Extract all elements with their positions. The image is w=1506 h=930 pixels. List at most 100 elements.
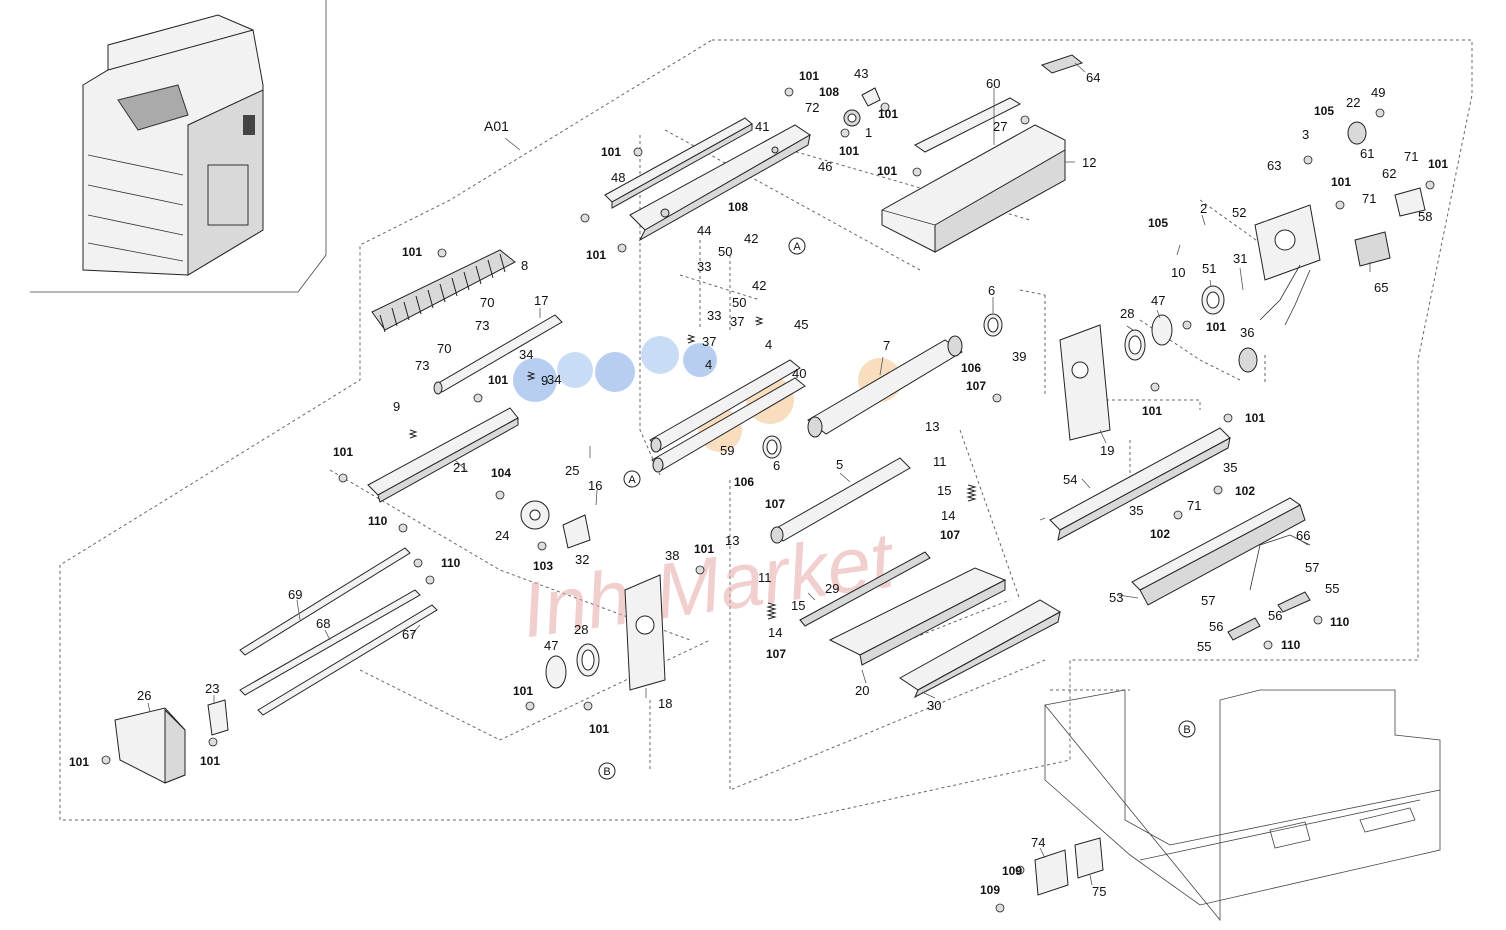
reference-markers: A A B B bbox=[598, 237, 1196, 780]
part-label-right-13: 2 bbox=[1200, 201, 1207, 216]
watermark-dot-3 bbox=[595, 352, 635, 392]
part-label-top-18: 42 bbox=[744, 231, 758, 246]
part-label-center-23: 25 bbox=[565, 463, 579, 478]
part-label-top-7: 46 bbox=[818, 159, 832, 174]
part-label-center-27: 32 bbox=[575, 552, 589, 567]
part-label-right-8: 101 bbox=[1331, 175, 1351, 189]
part-label-center-14: 13 bbox=[725, 533, 739, 548]
part-label-center-16: 15 bbox=[791, 598, 805, 613]
ref-A-1: A bbox=[793, 241, 801, 253]
part-label-right-22: 36 bbox=[1240, 325, 1254, 340]
part-label-top-9: 64 bbox=[1086, 70, 1100, 85]
part-label-right-37: 56 bbox=[1209, 619, 1223, 634]
part-label-left-6: 73 bbox=[415, 358, 429, 373]
part-label-bottom-left-7: 101 bbox=[69, 755, 89, 769]
part-label-right-38: 56 bbox=[1268, 608, 1282, 623]
part-label-right-14: 52 bbox=[1232, 205, 1246, 220]
part-label-center-5: 13 bbox=[925, 419, 939, 434]
part-label-right-32: 66 bbox=[1296, 528, 1310, 543]
part-label-bottom-left-8: 101 bbox=[200, 754, 220, 768]
part-label-right-5: 63 bbox=[1267, 158, 1281, 173]
part-label-right-27: 102 bbox=[1235, 484, 1255, 498]
part-label-center-11: 6 bbox=[773, 458, 780, 473]
part-label-right-16: 31 bbox=[1233, 251, 1247, 266]
part-label-top-21: 33 bbox=[697, 259, 711, 274]
part-label-center-19: 29 bbox=[825, 581, 839, 596]
part-label-center-0: 6 bbox=[988, 283, 995, 298]
part-label-left-15: 37 bbox=[702, 334, 716, 349]
part-label-bottom-right-1: 109 bbox=[1002, 864, 1022, 878]
part-label-left-3: 70 bbox=[480, 295, 494, 310]
part-label-bottom-right-2: 75 bbox=[1092, 884, 1106, 899]
part-label-left-16: 4 bbox=[765, 337, 772, 352]
part-label-center-21: 30 bbox=[927, 698, 941, 713]
part-label-center-25: 24 bbox=[495, 528, 509, 543]
leader-lines bbox=[329, 129, 1271, 791]
part-label-top-15: 41 bbox=[755, 119, 769, 134]
watermark-dot-4 bbox=[641, 336, 679, 374]
part-label-top-1: 108 bbox=[819, 85, 839, 99]
part-label-bottom-left-1: 110 bbox=[441, 556, 461, 570]
bottom-frame bbox=[1034, 689, 1441, 922]
part-label-bottom-left-3: 68 bbox=[316, 616, 330, 631]
part-label-left-9: 101 bbox=[488, 373, 508, 387]
part-label-top-17: 44 bbox=[697, 223, 711, 238]
ref-B-1: B bbox=[603, 766, 610, 778]
part-label-top-11: 12 bbox=[1082, 155, 1096, 170]
rollers bbox=[367, 249, 1062, 699]
part-label-right-1: 3 bbox=[1302, 127, 1309, 142]
part-label-right-41: 110 bbox=[1281, 638, 1301, 652]
springs bbox=[408, 316, 977, 620]
ref-B-2: B bbox=[1183, 724, 1190, 736]
part-label-center-31: 28 bbox=[574, 622, 588, 637]
part-label-right-0: 105 bbox=[1314, 104, 1334, 118]
part-label-right-12: 105 bbox=[1148, 216, 1168, 230]
part-label-center-33: 101 bbox=[513, 684, 533, 698]
part-label-top-3: 43 bbox=[854, 66, 868, 81]
part-label-top-8: 60 bbox=[986, 76, 1000, 91]
right-assemblies bbox=[1049, 427, 1311, 641]
part-label-top-14: 48 bbox=[611, 170, 625, 185]
part-label-left-8: 9 bbox=[393, 399, 400, 414]
part-label-right-4: 61 bbox=[1360, 146, 1374, 161]
part-label-right-19: 28 bbox=[1120, 306, 1134, 321]
part-label-left-1: 8 bbox=[521, 258, 528, 273]
part-label-center-22: 104 bbox=[491, 466, 511, 480]
part-label-center-26: 103 bbox=[533, 559, 553, 573]
assembly-label: A01 bbox=[484, 118, 509, 134]
part-label-right-33: 57 bbox=[1305, 560, 1319, 575]
part-label-left-7: 34 bbox=[519, 347, 533, 362]
watermark-dot-1 bbox=[513, 358, 557, 402]
part-label-bottom-right-3: 109 bbox=[980, 883, 1000, 897]
part-label-center-17: 14 bbox=[768, 625, 782, 640]
part-label-right-39: 110 bbox=[1330, 615, 1350, 629]
part-label-right-20: 47 bbox=[1151, 293, 1165, 308]
part-label-right-31: 71 bbox=[1187, 498, 1201, 513]
part-label-center-7: 15 bbox=[937, 483, 951, 498]
part-label-top-10: 27 bbox=[993, 119, 1007, 134]
part-label-right-28: 54 bbox=[1063, 472, 1077, 487]
part-label-bottom-left-2: 69 bbox=[288, 587, 302, 602]
part-label-right-15: 10 bbox=[1171, 265, 1185, 280]
part-label-left-18: 45 bbox=[794, 317, 808, 332]
part-label-right-10: 71 bbox=[1362, 191, 1376, 206]
part-label-top-16: 108 bbox=[728, 200, 748, 214]
part-label-center-28: 38 bbox=[665, 548, 679, 563]
part-label-center-2: 106 bbox=[961, 361, 981, 375]
part-label-bottom-left-0: 110 bbox=[368, 514, 388, 528]
part-label-right-34: 55 bbox=[1325, 581, 1339, 596]
part-label-center-18: 107 bbox=[766, 647, 786, 661]
part-label-right-26: 35 bbox=[1223, 460, 1237, 475]
part-label-bottom-left-4: 67 bbox=[402, 627, 416, 642]
part-label-left-11: 9 bbox=[541, 373, 548, 388]
part-label-right-9: 62 bbox=[1382, 166, 1396, 181]
part-label-top-2: 72 bbox=[805, 100, 819, 115]
part-label-right-21: 101 bbox=[1206, 320, 1226, 334]
part-label-right-23: 101 bbox=[1142, 404, 1162, 418]
part-label-top-23: 33 bbox=[707, 308, 721, 323]
part-label-center-34: 101 bbox=[589, 722, 609, 736]
part-label-right-29: 35 bbox=[1129, 503, 1143, 518]
part-label-center-1: 7 bbox=[883, 338, 890, 353]
